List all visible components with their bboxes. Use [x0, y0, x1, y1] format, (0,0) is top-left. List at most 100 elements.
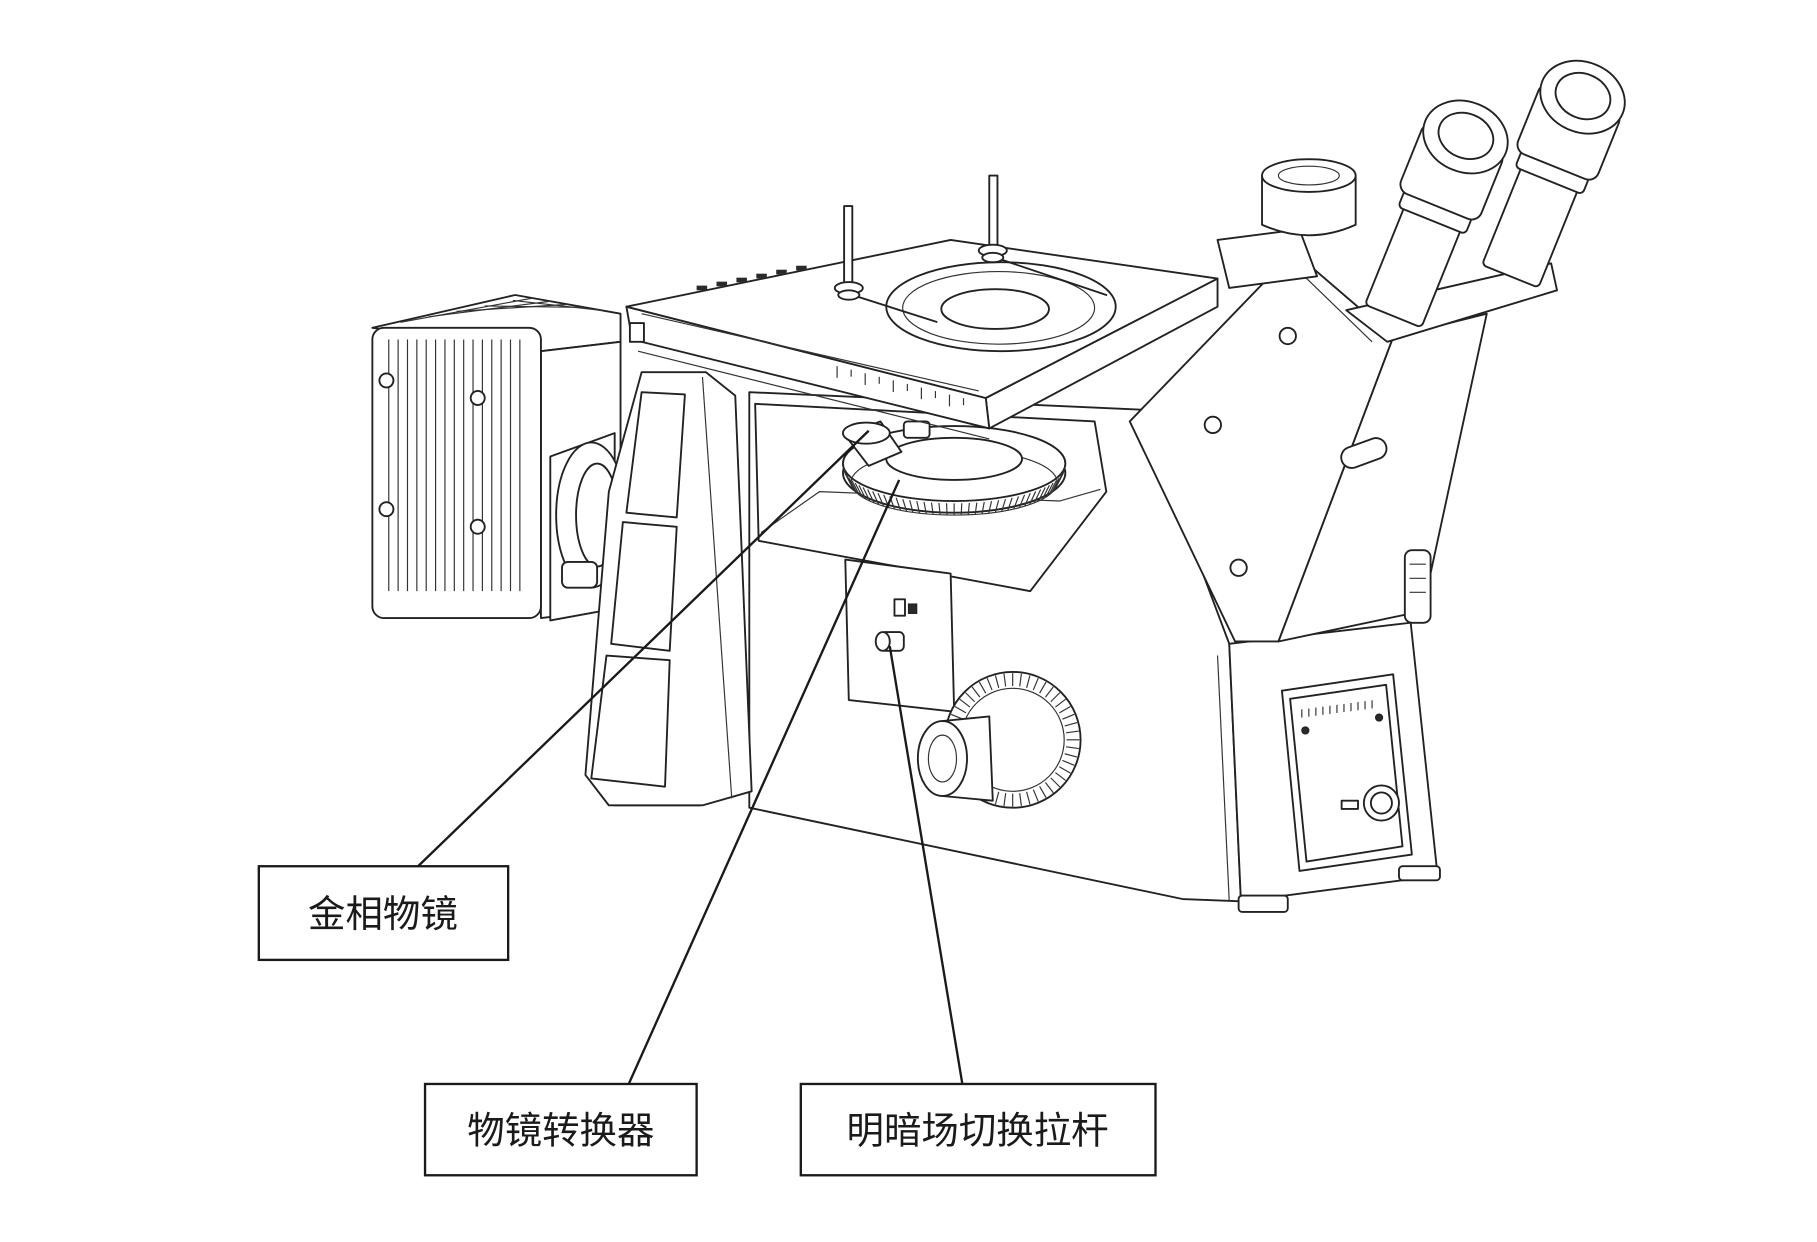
knob-ridge: [1003, 673, 1007, 687]
knob-ridge: [986, 677, 993, 691]
stage-back-mark: [756, 273, 767, 279]
knob-ridge: [978, 681, 987, 694]
turret-teeth: [842, 467, 1066, 516]
stage-back-mark: [716, 281, 728, 287]
turret-tooth: [1045, 482, 1054, 498]
label-box-nosepiece: [423, 1082, 698, 1177]
binocular-base-plate: [1345, 262, 1558, 343]
lamp-top-groove: [512, 299, 604, 312]
fine-focus-knob: [916, 720, 968, 797]
column-top-block: [1216, 228, 1318, 289]
stage-bottom-edge: [637, 350, 990, 440]
turret-tooth: [1013, 496, 1020, 510]
panel-indicator-dot: [1301, 726, 1310, 735]
knob-ridge: [1059, 766, 1071, 774]
turret-tooth: [994, 500, 1000, 513]
lamp-screw: [378, 501, 395, 518]
panel-switch-mark: [1340, 799, 1359, 810]
knob-ridge: [1064, 753, 1078, 758]
lamp-front-face: [371, 326, 542, 620]
callouts: 金相物镜 物镜转换器 明暗场切换拉杆: [257, 429, 1157, 1177]
left-leg: [584, 371, 753, 807]
turret-tooth: [1001, 498, 1007, 512]
leg-panel: [625, 391, 686, 519]
knob-ridge: [954, 705, 967, 714]
lamp-screw: [469, 518, 486, 535]
binocular-head: [1345, 59, 1626, 343]
turret-tooth: [862, 487, 871, 502]
column-slot: [1340, 437, 1388, 469]
lamp-fins: [388, 339, 521, 592]
focus-knob: [916, 670, 1082, 809]
turret-tooth: [981, 501, 985, 514]
slider-mark: [907, 603, 918, 614]
side-knob: [1403, 549, 1432, 624]
knob-ridge: [1032, 677, 1039, 691]
stage-back-mark: [796, 265, 807, 271]
turret-tooth: [1048, 480, 1057, 496]
lamp-housing: [371, 294, 628, 622]
turret-tooth: [1033, 489, 1042, 504]
turret-tooth: [923, 501, 927, 514]
lamp-knob: [561, 560, 599, 589]
stage-back-marks: [696, 265, 807, 291]
knob-ridge: [1059, 705, 1071, 714]
stage-back-mark: [696, 285, 708, 291]
stage: [625, 174, 1219, 440]
leg-panel: [610, 521, 678, 652]
leg-edge: [701, 376, 733, 799]
slider-mark: [893, 598, 906, 617]
knob-ridge: [965, 692, 976, 703]
turret-tooth: [960, 503, 963, 516]
turret-tooth: [858, 484, 867, 500]
label-bf-df-slider: 明暗场切换拉杆: [847, 1109, 1109, 1153]
eyepiece-lens: [1554, 72, 1612, 121]
turret-tooth: [974, 502, 978, 515]
turret-tooth: [930, 502, 934, 515]
turret-tooth: [945, 503, 948, 516]
turret-tooth: [938, 502, 941, 515]
leg-panel: [590, 654, 671, 788]
knob-ridge: [994, 791, 1000, 805]
panel-ticks: [1301, 700, 1373, 718]
turret-tooth: [854, 482, 864, 498]
foot: [1237, 894, 1289, 913]
column-hole: [1229, 558, 1248, 577]
metallurgical-objective: [842, 420, 931, 467]
knob-ridge: [1019, 673, 1022, 687]
knob-ridge: [1065, 746, 1079, 750]
specimen-clip: [994, 256, 1108, 296]
knob-ridge: [971, 686, 981, 698]
objective-secondary: [902, 420, 931, 439]
knob-ridge: [1050, 692, 1061, 703]
column-inner-edge: [1299, 271, 1373, 343]
turret-tooth: [1007, 497, 1013, 511]
knob-ridge: [1062, 759, 1075, 766]
bf-df-slider-panel: [844, 558, 956, 713]
eyepiece-lens: [1437, 111, 1495, 160]
callout-line-objective: [417, 429, 870, 868]
stage-insert-ring: [902, 270, 1096, 345]
knob-ridge: [1026, 791, 1031, 805]
photo-port-opening: [1277, 165, 1340, 186]
stage-top-rail: [641, 313, 979, 392]
turret-tooth: [842, 467, 852, 485]
foot: [1398, 865, 1441, 882]
clip-rod-nut: [981, 251, 1005, 264]
stage-back-mark: [776, 269, 787, 275]
turret-tooth: [895, 497, 902, 511]
knob-ridge: [1044, 782, 1054, 794]
fine-focus-center: [927, 734, 958, 783]
body-edge: [1216, 655, 1230, 902]
lamp-screw: [469, 390, 486, 406]
turret-tooth: [1024, 492, 1031, 507]
turret-tooth: [867, 489, 875, 504]
label-box-objective: [257, 865, 510, 962]
clip-rod: [988, 174, 999, 252]
stage-back-mark: [736, 277, 747, 283]
knob-ridge: [1019, 793, 1022, 807]
knob-ridge: [1065, 730, 1079, 734]
column-hole: [1278, 326, 1297, 346]
photo-port-top: [1261, 158, 1357, 193]
